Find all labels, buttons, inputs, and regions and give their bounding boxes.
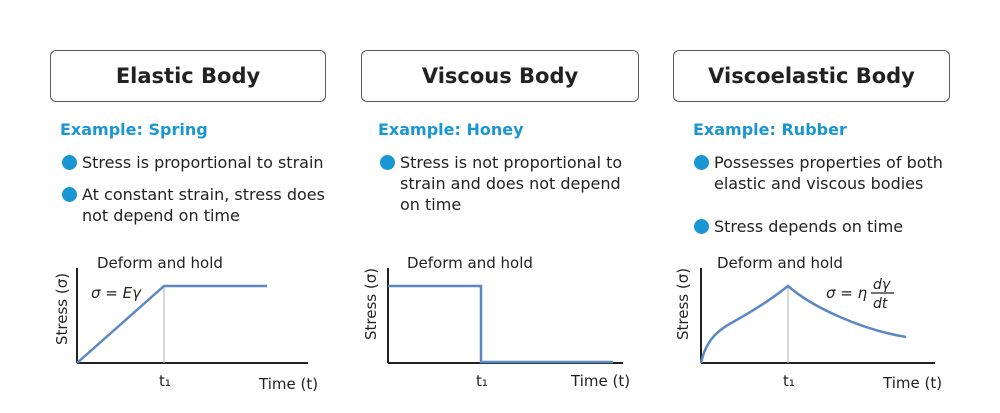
elastic-bullet-1: Stress is proportional to strain — [62, 152, 337, 173]
viscous-title: Viscous Body — [361, 50, 639, 102]
elastic-annotation: Deform and hold — [97, 254, 223, 272]
viscous-xlabel: Time (t) — [570, 372, 630, 390]
elastic-stress-curve — [76, 284, 267, 364]
bullet-dot-icon — [694, 219, 709, 234]
viscous-bullet-1-text: Stress is not proportional to strain and… — [400, 153, 623, 214]
elastic-panel: Elastic Body Example: Spring Stress is p… — [50, 0, 330, 413]
elastic-equation: σ = Eγ — [91, 284, 142, 302]
viscoelastic-bullet-2-text: Stress depends on time — [714, 217, 904, 236]
viscoelastic-stress-curve — [699, 284, 907, 364]
viscous-bullet-1: Stress is not proportional to strain and… — [380, 152, 635, 215]
viscoelastic-panel: Viscoelastic Body Example: Rubber Posses… — [673, 0, 958, 413]
viscoelastic-t1-label: t₁ — [783, 372, 795, 390]
elastic-bullet-1-text: Stress is proportional to strain — [82, 153, 324, 172]
bullet-dot-icon — [62, 187, 77, 202]
elastic-bullet-2: At constant strain, stress does not depe… — [62, 184, 337, 226]
viscous-chart: Stress (σ) Deform and hold t₁ Time (t) — [362, 254, 630, 390]
elastic-t1-label: t₁ — [159, 372, 171, 390]
elastic-chart: Stress (σ) Deform and hold σ = Eγ t₁ Tim… — [53, 254, 318, 393]
bullet-dot-icon — [62, 155, 77, 170]
viscoelastic-bullet-1: Possesses properties of both elastic and… — [694, 152, 944, 194]
elastic-bullet-2-text: At constant strain, stress does not depe… — [82, 185, 325, 225]
elastic-xlabel: Time (t) — [258, 375, 318, 393]
viscoelastic-example: Example: Rubber — [693, 120, 847, 139]
bullet-dot-icon — [694, 155, 709, 170]
elastic-title: Elastic Body — [50, 50, 326, 102]
viscoelastic-equation-lhs: σ = η — [826, 284, 868, 302]
viscoelastic-bullet-1-text: Possesses properties of both elastic and… — [714, 153, 943, 193]
viscoelastic-equation-den: dt — [873, 296, 888, 312]
viscous-panel: Viscous Body Example: Honey Stress is no… — [361, 0, 646, 413]
viscoelastic-chart: Stress (σ) Deform and hold σ = η dγ dt t… — [674, 254, 942, 392]
elastic-ylabel: Stress (σ) — [53, 273, 71, 345]
viscoelastic-xlabel: Time (t) — [882, 374, 942, 392]
viscous-ylabel: Stress (σ) — [362, 268, 380, 340]
viscoelastic-title: Viscoelastic Body — [673, 50, 950, 102]
bullet-dot-icon — [380, 155, 395, 170]
viscoelastic-equation-num: dγ — [873, 277, 891, 293]
viscous-annotation: Deform and hold — [407, 254, 533, 272]
viscoelastic-annotation: Deform and hold — [717, 254, 843, 272]
viscoelastic-bullet-2: Stress depends on time — [694, 216, 954, 237]
elastic-example: Example: Spring — [60, 120, 208, 139]
viscous-stress-curve — [388, 284, 613, 364]
viscous-t1-label: t₁ — [476, 372, 488, 390]
viscous-example: Example: Honey — [378, 120, 524, 139]
viscoelastic-ylabel: Stress (σ) — [674, 268, 692, 340]
